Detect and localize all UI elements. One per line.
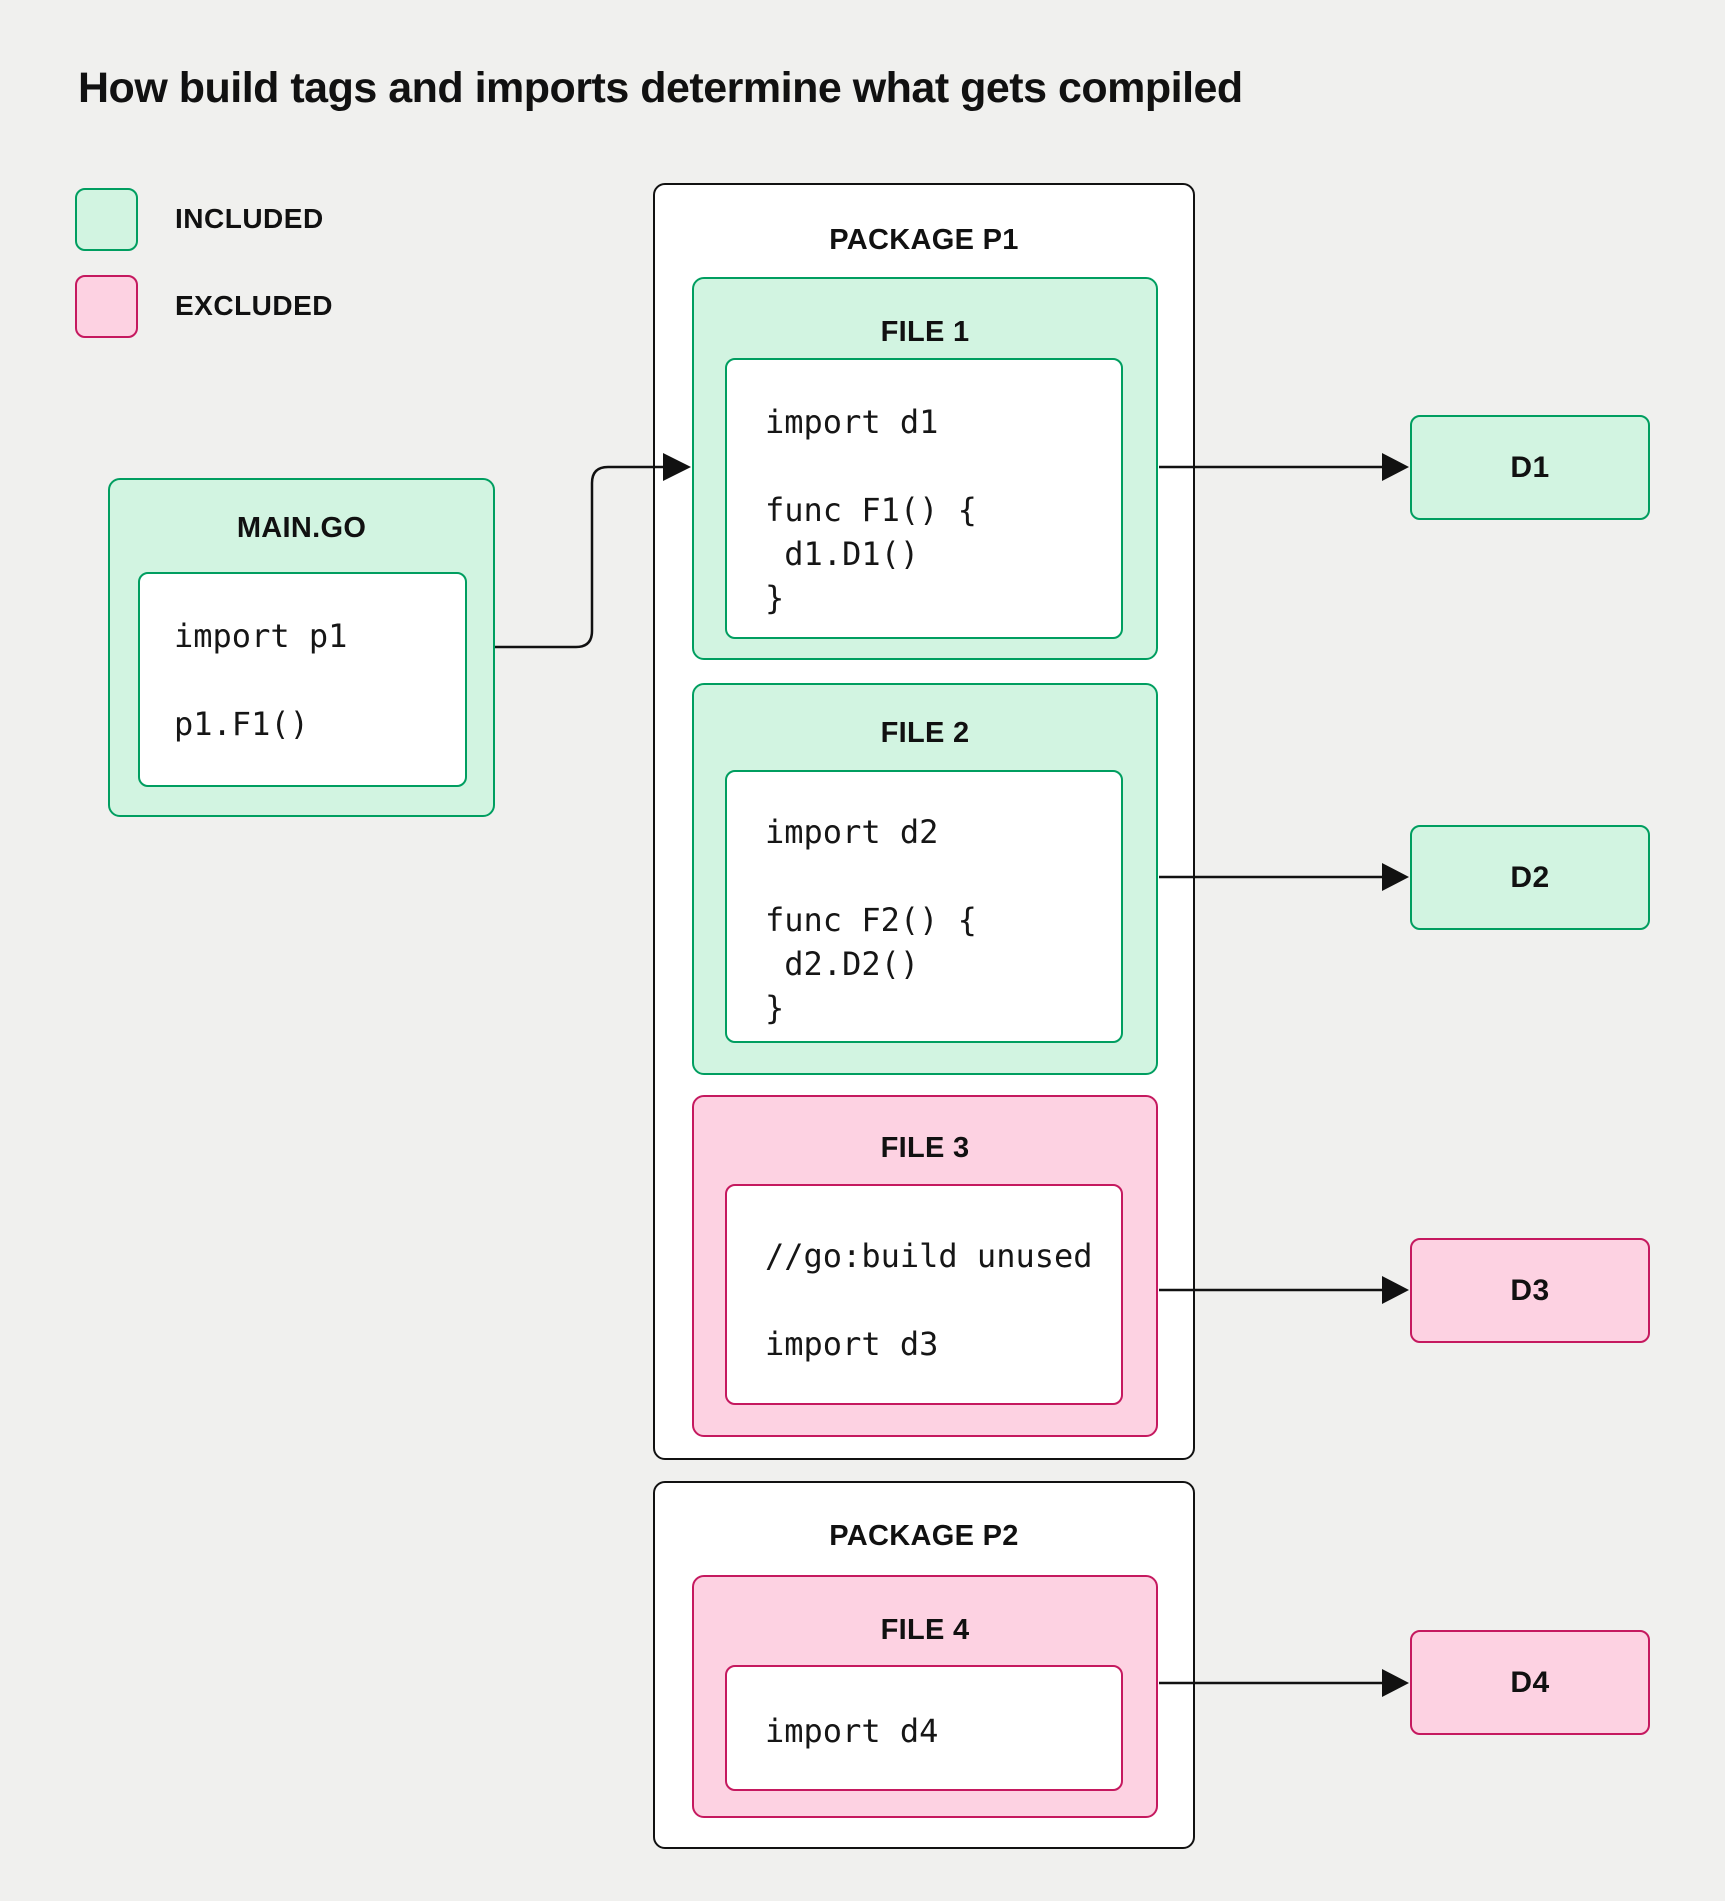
legend-included-label: INCLUDED (175, 203, 324, 234)
node-main-go-code: import p1 p1.F1() (138, 572, 467, 787)
node-file4-title: FILE 4 (880, 1614, 970, 1646)
page-title: How build tags and imports determine wha… (78, 64, 1243, 112)
node-file4-code: import d4 (725, 1665, 1123, 1791)
node-main-go-title: MAIN.GO (236, 512, 367, 544)
legend-excluded-swatch (75, 275, 138, 338)
legend-included-swatch (75, 188, 138, 251)
node-d2: D2 (1410, 825, 1650, 930)
arrow-file1-to-d1 (1159, 453, 1409, 481)
node-file3-code: //go:build unused import d3 (725, 1184, 1123, 1405)
arrow-file3-to-d3 (1159, 1276, 1409, 1304)
node-file1-title: FILE 1 (880, 316, 970, 348)
node-file1-code: import d1 func F1() { d1.D1() } (725, 358, 1123, 639)
legend-excluded-label: EXCLUDED (175, 290, 334, 321)
node-package-p2-title: PACKAGE P2 (829, 1520, 1019, 1552)
arrow-file2-to-d2 (1159, 863, 1409, 891)
node-file3-title: FILE 3 (880, 1132, 970, 1164)
arrow-file4-to-d4 (1159, 1669, 1409, 1697)
node-file2-code: import d2 func F2() { d2.D2() } (725, 770, 1123, 1043)
node-d1: D1 (1410, 415, 1650, 520)
node-d3: D3 (1410, 1238, 1650, 1343)
node-d4: D4 (1410, 1630, 1650, 1735)
node-package-p1-title: PACKAGE P1 (829, 224, 1019, 256)
node-file2-title: FILE 2 (880, 717, 970, 749)
